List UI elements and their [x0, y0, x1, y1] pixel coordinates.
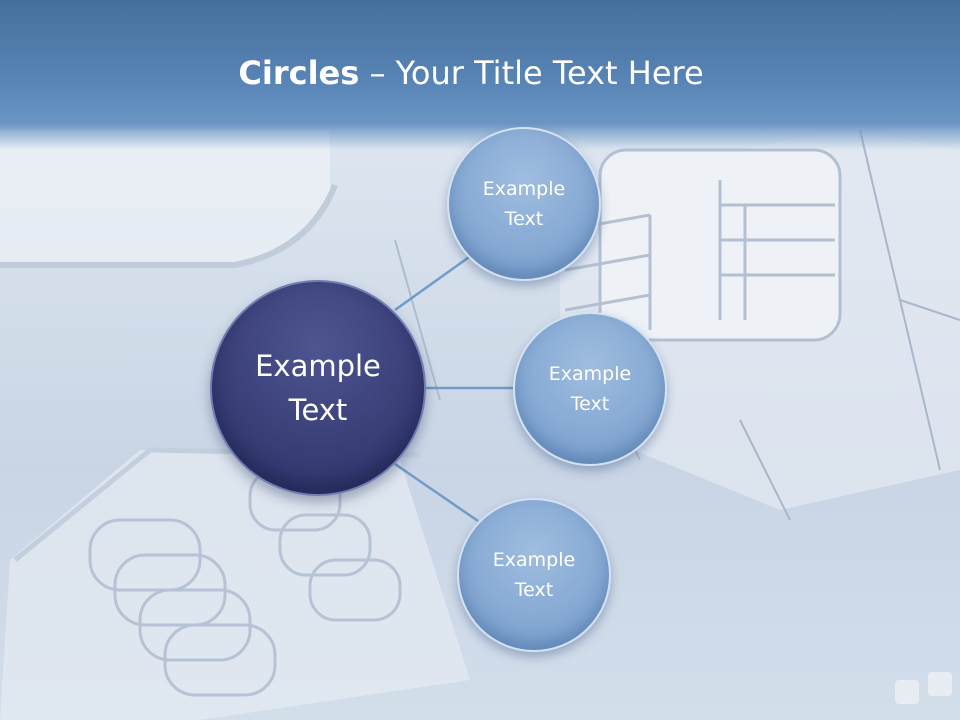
node-circle-2: Example Text: [513, 312, 667, 466]
node-circle-3: Example Text: [457, 498, 611, 652]
node-circle-2-line2: Text: [570, 393, 610, 415]
connector-line-1: [394, 253, 473, 312]
node-circle-3-line2: Text: [514, 579, 554, 601]
main-circle-line2: Text: [288, 393, 348, 427]
node-circle-1-line2: Text: [504, 208, 544, 230]
title-rest: – Your Title Text Here: [359, 54, 704, 92]
slide-title: Circles – Your Title Text Here: [0, 54, 942, 92]
main-circle: Example Text: [210, 280, 426, 496]
title-bold: Circles: [238, 54, 360, 92]
connector-line-3: [394, 462, 479, 523]
node-circle-3-line1: Example: [492, 549, 576, 571]
title-band: [0, 0, 960, 150]
node-circle-1-line1: Example: [482, 178, 566, 200]
main-circle-line1: Example: [255, 349, 381, 383]
node-circle-1: Example Text: [447, 127, 601, 281]
node-circle-2-line1: Example: [548, 363, 632, 385]
